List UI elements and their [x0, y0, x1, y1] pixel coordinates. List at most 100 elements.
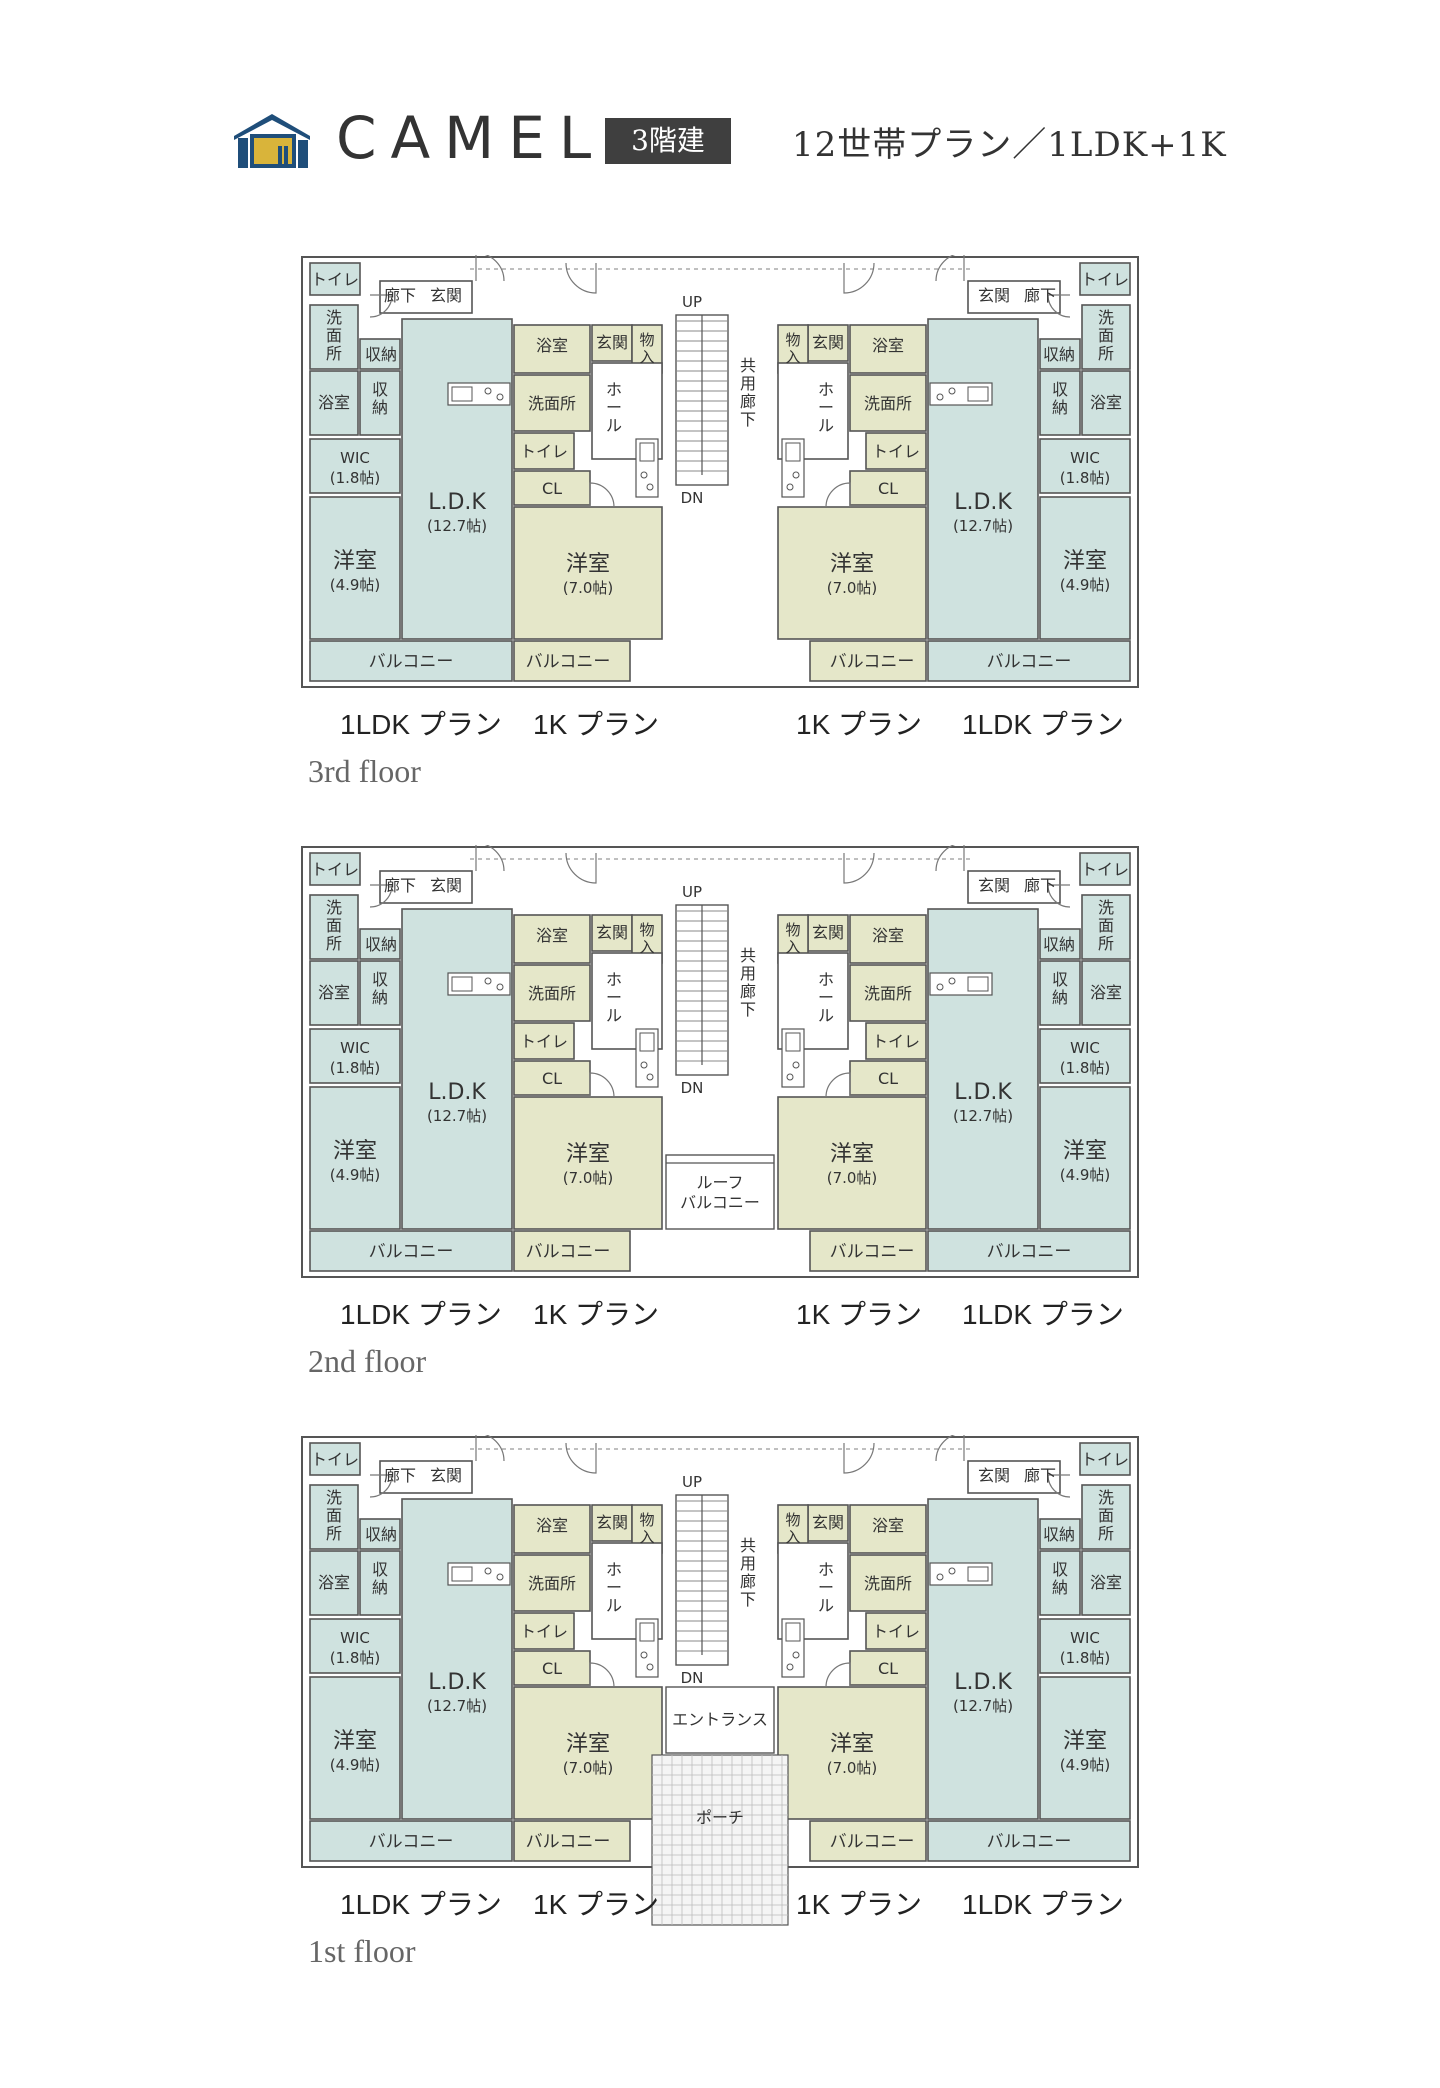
room-toilet: [513, 432, 575, 470]
label-balcony: バルコニー: [369, 1832, 454, 1852]
label-bath: 浴室: [1090, 1573, 1122, 1592]
label-hall-corridor: 廊下: [1024, 1466, 1056, 1485]
room-bath: [849, 324, 927, 374]
svg-text:入: 入: [785, 348, 800, 366]
storey-badge: 3階建: [605, 118, 731, 164]
room-western: [777, 1096, 927, 1230]
svg-text:所: 所: [326, 934, 342, 953]
svg-text:面: 面: [1098, 326, 1114, 345]
room-bath: [309, 960, 359, 1026]
room-hall-corridor: [967, 280, 1061, 314]
floor-plan-group: トイレ廊下玄関洗面所収納浴室収納WIC(1.8帖)L.D.K(12.7帖)洋室(…: [301, 1435, 1139, 1926]
label-ldk-size: (12.7帖): [427, 1697, 487, 1715]
svg-text:所: 所: [1098, 1524, 1114, 1543]
unit-1ldk: [927, 1435, 1131, 1862]
label-hall: ホール: [606, 970, 622, 1025]
svg-text:面: 面: [326, 916, 342, 935]
label-western: 洋室: [333, 1729, 377, 1754]
room-toilet: [1079, 852, 1131, 886]
label-toilet: トイレ: [872, 442, 920, 461]
label-balcony: バルコニー: [987, 652, 1072, 672]
label-bath: 浴室: [536, 1516, 568, 1535]
svg-text:納: 納: [372, 398, 388, 417]
label-hall-corridor: 廊下: [384, 286, 416, 305]
svg-text:面: 面: [1098, 1506, 1114, 1525]
room-washroom: [1081, 304, 1131, 370]
label-western: 洋室: [566, 1142, 610, 1167]
room-western: [1039, 1676, 1131, 1820]
label-toilet: トイレ: [1081, 860, 1129, 879]
kitchen-counter-icon: [781, 1618, 805, 1678]
label-ldk-size: (12.7帖): [953, 1697, 1013, 1715]
svg-text:ル: ル: [818, 1006, 834, 1025]
room-wic: [1039, 438, 1131, 494]
floor-plan-drawing: トイレ廊下玄関洗面所収納浴室収納WIC(1.8帖)L.D.K(12.7帖)洋室(…: [301, 255, 1139, 688]
room-balcony: [513, 1820, 631, 1862]
svg-text:物: 物: [639, 921, 654, 939]
room-toilet: [865, 1612, 927, 1650]
room-wic: [1039, 1618, 1131, 1674]
svg-text:洗: 洗: [326, 898, 342, 917]
label-storage: 収納: [365, 1525, 397, 1544]
svg-text:ホ: ホ: [818, 1560, 834, 1579]
svg-text:用: 用: [740, 374, 756, 393]
door-swing: [825, 1072, 851, 1098]
door-swing: [589, 1662, 615, 1688]
room-toilet: [1079, 262, 1131, 296]
svg-text:所: 所: [1098, 344, 1114, 363]
room-storage-v: [359, 960, 401, 1026]
label-western: 洋室: [566, 552, 610, 577]
room-wic: [1039, 1028, 1131, 1084]
kitchen-counter-icon: [447, 382, 511, 406]
label-ldk: L.D.K: [428, 490, 486, 515]
room-storage-v: [359, 1550, 401, 1616]
room-hall-corridor: [379, 870, 473, 904]
unit-1k: [777, 1442, 927, 1862]
label-ldk: L.D.K: [954, 1080, 1012, 1105]
label-cl: CL: [542, 1069, 562, 1088]
svg-text:用: 用: [740, 964, 756, 983]
label-entrance: 玄関: [596, 1513, 628, 1532]
porch: [651, 1754, 789, 1926]
label-ldk: L.D.K: [428, 1080, 486, 1105]
svg-text:ホ: ホ: [818, 380, 834, 399]
staircase: [675, 314, 729, 486]
label-bath: 浴室: [872, 926, 904, 945]
label-western-size: (4.9帖): [1060, 1756, 1111, 1774]
label-storage-v: 収納: [1052, 380, 1068, 417]
svg-text:共: 共: [740, 356, 756, 375]
room-washroom: [849, 1554, 927, 1612]
floor-label: 2nd floor: [308, 1343, 427, 1379]
label-western: 洋室: [830, 1732, 874, 1757]
room-ldk: [401, 318, 513, 640]
label-entrance: 玄関: [596, 923, 628, 942]
label-washroom: 洗面所: [1098, 1488, 1114, 1543]
room-hall-corridor: [379, 1460, 473, 1494]
svg-text:ホ: ホ: [606, 970, 622, 989]
label-closet: 物入: [639, 331, 654, 366]
svg-text:下: 下: [740, 1590, 756, 1609]
svg-text:収: 収: [1052, 380, 1068, 399]
label-washroom: 洗面所: [528, 1574, 576, 1593]
door-swing: [475, 255, 505, 282]
label-balcony: バルコニー: [526, 1832, 611, 1852]
floor-label: 1st floor: [308, 1933, 416, 1969]
label-balcony: バルコニー: [830, 652, 915, 672]
room-storage: [1039, 338, 1081, 370]
svg-text:ル: ル: [606, 1596, 622, 1615]
room-balcony: [809, 640, 927, 682]
label-western-size: (7.0帖): [827, 1169, 878, 1187]
label-western-size: (7.0帖): [563, 1169, 614, 1187]
svg-text:物: 物: [785, 1511, 800, 1529]
svg-text:納: 納: [1052, 988, 1068, 1007]
label-closet: 物入: [639, 1511, 654, 1546]
label-ldk: L.D.K: [954, 1670, 1012, 1695]
unit-1ldk: [927, 845, 1131, 1272]
room-bath: [309, 370, 359, 436]
label-washroom: 洗面所: [864, 394, 912, 413]
svg-text:廊: 廊: [740, 1572, 756, 1591]
stair-up-label: UP: [682, 293, 702, 311]
room-washroom: [1081, 1484, 1131, 1550]
label-storage: 収納: [365, 345, 397, 364]
